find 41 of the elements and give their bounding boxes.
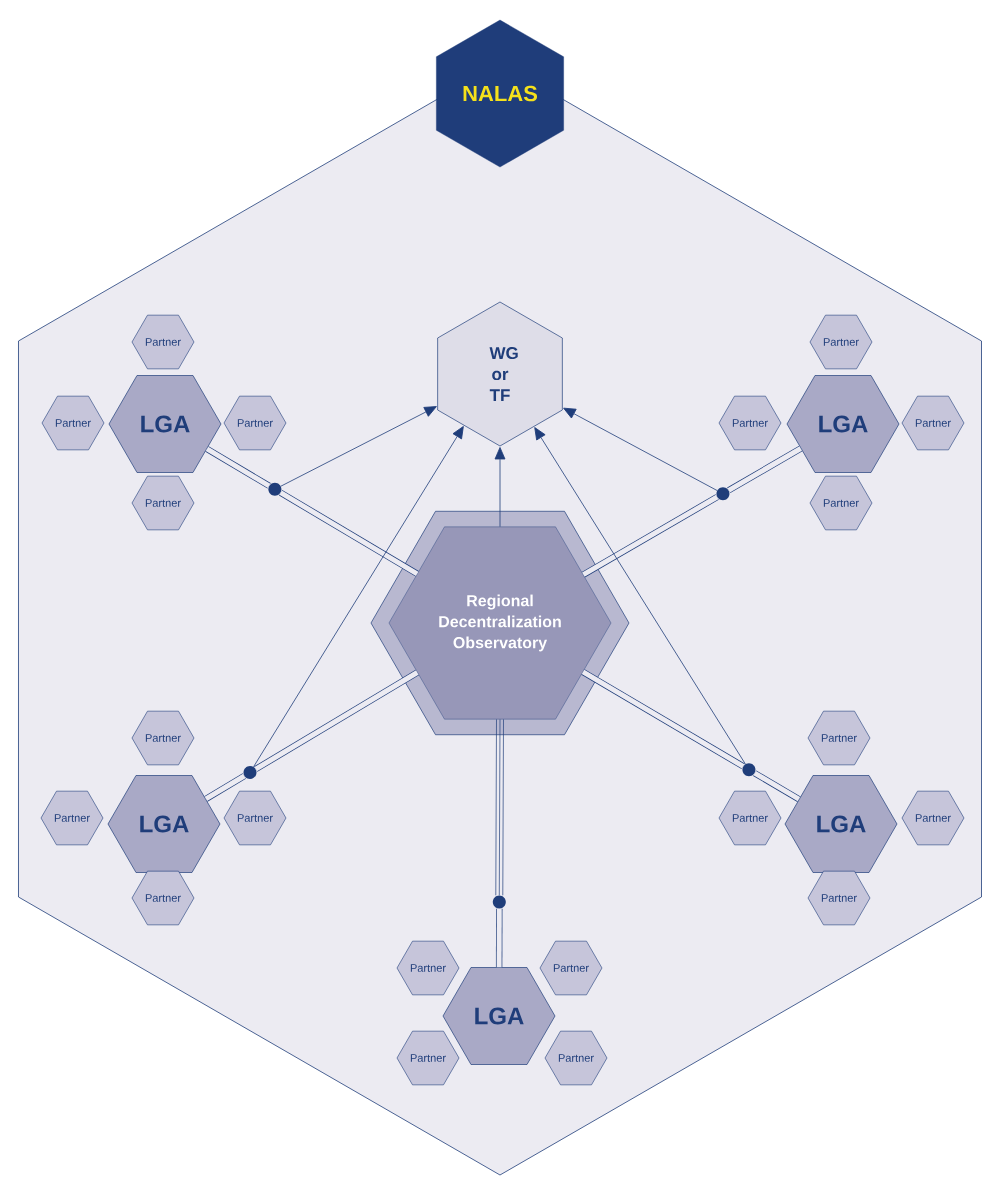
hexagon-box: Partner (718, 395, 782, 451)
arrow (253, 426, 464, 768)
hexagon-box: Partner (131, 710, 195, 766)
arrow (534, 427, 746, 765)
double-line (254, 669, 419, 772)
hexagon-box: LGA (786, 375, 900, 473)
hexagon-box: Regional Decentralization Observatory (370, 510, 630, 736)
double-line (205, 446, 271, 489)
hexagon-box: Partner (807, 870, 871, 926)
double-line (727, 445, 803, 494)
arrow (563, 407, 718, 491)
double-line (581, 494, 719, 578)
double-line (204, 773, 246, 802)
hexagon-box: Partner (807, 710, 871, 766)
hexagon-box: Partner (223, 395, 287, 451)
hexagon-box: Partner (131, 314, 195, 370)
hexagon-box: Partner (40, 790, 104, 846)
hexagon-box: LGA (784, 775, 898, 873)
hexagon-box: Partner (396, 940, 460, 996)
hexagon-box: Partner (901, 790, 965, 846)
triple-line (495, 719, 504, 896)
arrow (280, 406, 437, 487)
hexagon-box: Partner (901, 395, 965, 451)
hexagon-box: Partner (544, 1030, 608, 1086)
hexagon-box: Partner (131, 475, 195, 531)
hexagon-box: Partner (396, 1030, 460, 1086)
hexagon-box: Partner (718, 790, 782, 846)
hexagon-box: Partner (539, 940, 603, 996)
hexagon-box: LGA (107, 775, 221, 873)
double-line (753, 770, 801, 802)
arrow (494, 447, 506, 528)
double-line (279, 489, 419, 577)
double-line (495, 908, 503, 968)
hexagon-box: Partner (223, 790, 287, 846)
hexagon-box: Partner (809, 314, 873, 370)
double-line (581, 669, 745, 770)
hexagon-box: Partner (131, 870, 195, 926)
hexagon-box: Partner (809, 475, 873, 531)
hexagon-box: Partner (41, 395, 105, 451)
hexagon-box: WG or TF (437, 301, 563, 447)
hexagon-box: LGA (108, 375, 222, 473)
